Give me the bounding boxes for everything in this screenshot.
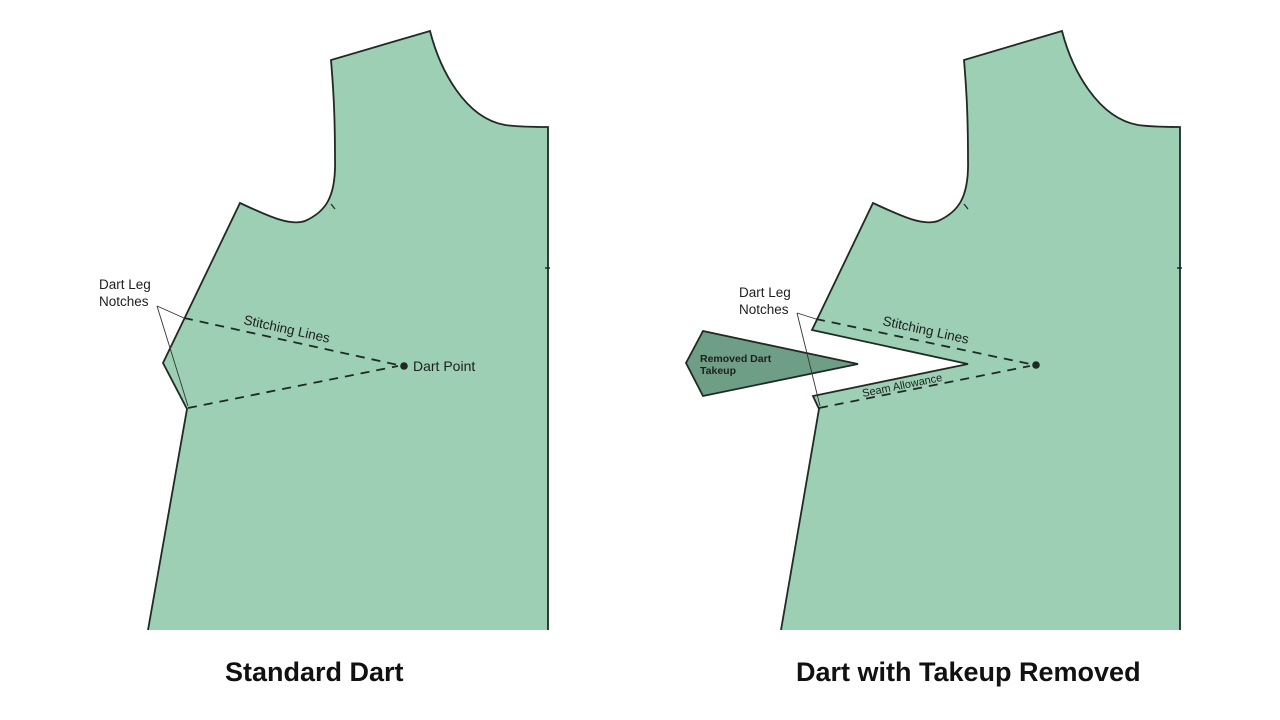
stitch-line-upper (183, 317, 399, 366)
stitch-line-lower-right (818, 365, 1031, 409)
bodice-outline-left (147, 29, 549, 631)
removed-dart-takeup-piece (684, 329, 859, 398)
stitch-line-upper-right (815, 318, 1031, 365)
dart-point-label: Dart Point (413, 358, 475, 374)
bodice-piece-right (781, 31, 1180, 630)
bodice-piece-left (148, 31, 548, 630)
dart-point-marker (400, 362, 408, 370)
caption-takeup-removed: Dart with Takeup Removed (796, 657, 1141, 687)
bodice-outline-right (780, 29, 1181, 631)
dart-point-marker-right (1032, 361, 1040, 369)
caption-standard-dart: Standard Dart (225, 657, 404, 687)
stitch-line-lower (187, 365, 399, 409)
